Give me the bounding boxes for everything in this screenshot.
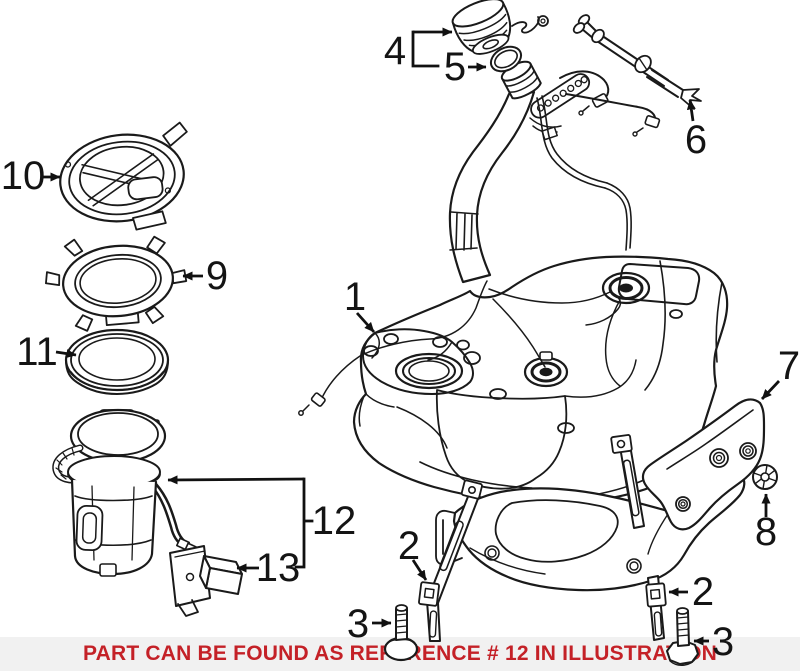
callout-13: 13 — [255, 546, 301, 590]
tank-strap-left-drawing — [418, 479, 483, 642]
cap-seal-drawing — [489, 45, 523, 73]
filler-neck-drawing — [448, 60, 661, 284]
pump-bracket-drawing — [169, 545, 243, 617]
shield-bracket-drawing — [641, 398, 766, 531]
callout-3-left: 3 — [346, 602, 370, 646]
fuel-pump-module-drawing — [52, 408, 199, 577]
bolt-right-drawing — [666, 607, 699, 666]
fuel-cap-drawing — [451, 0, 549, 55]
callout-3-right: 3 — [711, 620, 735, 664]
seal-ring-drawing — [64, 328, 170, 395]
callout-5: 5 — [443, 45, 467, 89]
callout-11: 11 — [16, 330, 58, 374]
callout-10: 10 — [0, 154, 46, 198]
callout-8: 8 — [754, 510, 778, 554]
callout-6: 6 — [684, 118, 708, 162]
retaining-ring-drawing — [45, 235, 188, 332]
callout-9: 9 — [205, 254, 229, 298]
callout-2-left: 2 — [397, 524, 421, 568]
callout-arrows — [42, 27, 781, 646]
callout-4: 4 — [383, 29, 407, 73]
fuel-tank-drawing — [298, 255, 729, 505]
callout-1: 1 — [343, 275, 367, 319]
callout-2-right: 2 — [691, 570, 715, 614]
heat-shield-drawing — [435, 472, 746, 592]
bolt-left-drawing — [383, 604, 419, 662]
vent-line-drawing — [572, 14, 702, 110]
speed-nut-drawing — [752, 464, 778, 490]
tank-strap-right-drawing — [610, 434, 667, 641]
locking-ring-drawing — [59, 121, 188, 231]
callout-12: 12 — [311, 499, 357, 543]
callout-7: 7 — [777, 344, 800, 388]
